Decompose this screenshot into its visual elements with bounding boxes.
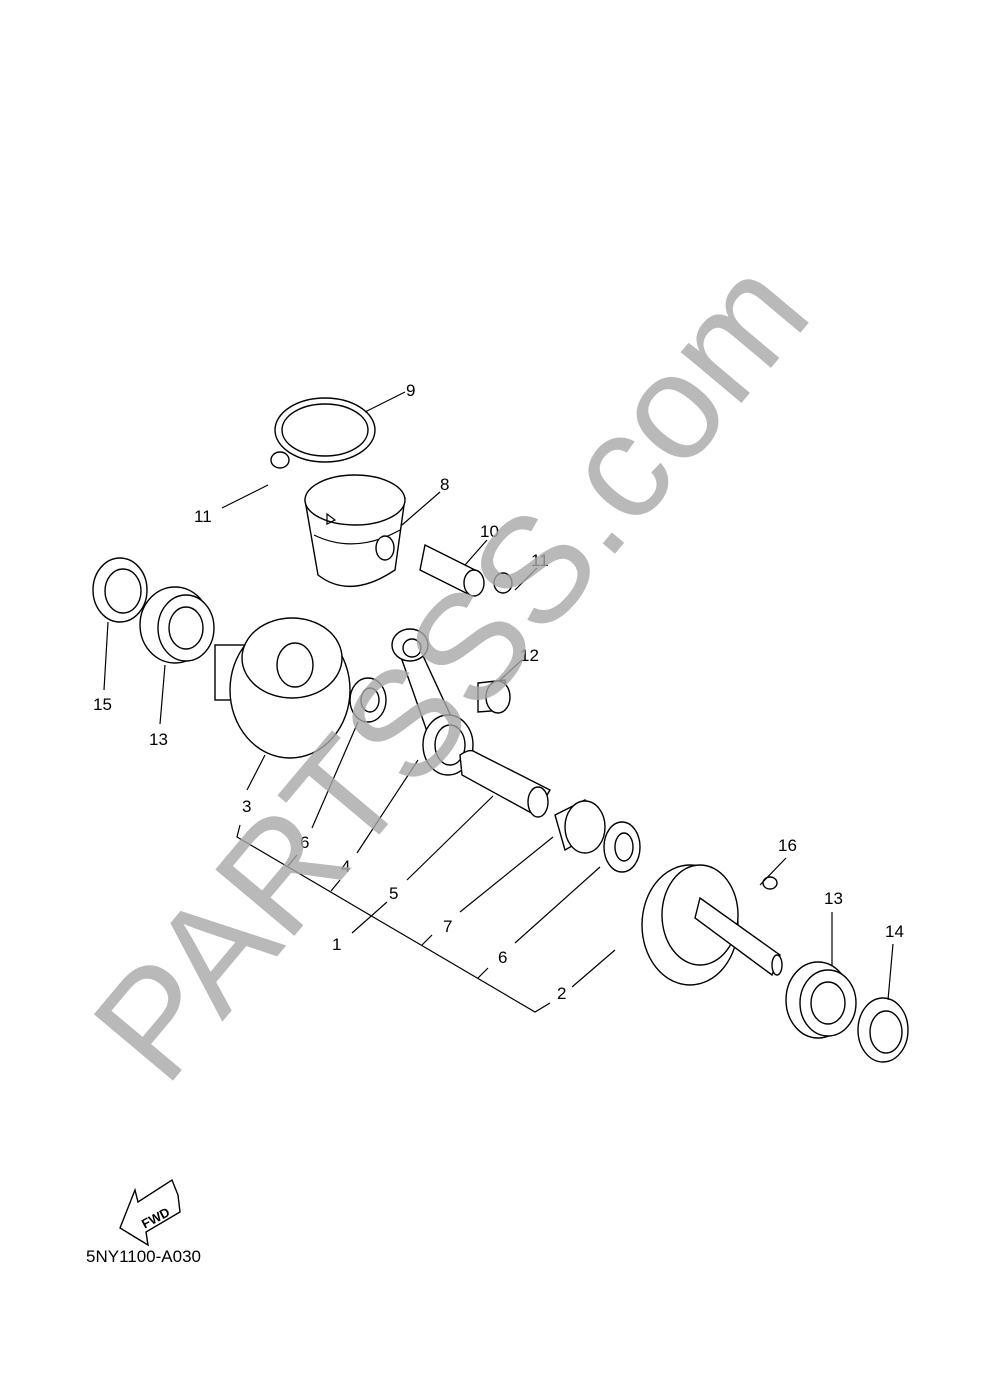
callout-3[interactable]: 3 [242,797,251,816]
callout-1[interactable]: 1 [332,935,341,954]
oil-seal-left[interactable] [92,557,148,623]
callout-13[interactable]: 13 [149,730,168,749]
callout-2[interactable]: 2 [557,984,566,1003]
crank-left[interactable] [214,617,351,759]
piston-ring[interactable] [274,397,376,463]
piston[interactable] [304,474,406,587]
big-end-bearing[interactable] [554,799,606,854]
bearing-right[interactable] [785,961,857,1039]
callout-6[interactable]: 6 [498,948,507,967]
callout-12[interactable]: 12 [520,646,539,665]
callout-8[interactable]: 8 [440,475,449,494]
crank-pin[interactable] [459,749,551,818]
callout-10[interactable]: 10 [480,522,499,541]
crank-right[interactable] [641,864,783,986]
washer-right[interactable] [603,821,641,873]
callout-13[interactable]: 13 [824,889,843,908]
circlip-right[interactable] [493,572,513,594]
oil-seal-right[interactable] [857,997,909,1063]
connecting-rod[interactable] [391,628,474,776]
callout-15[interactable]: 15 [93,695,112,714]
piston-pin[interactable] [419,543,485,597]
fwd-arrow-icon: FWD [119,1178,181,1247]
circlip-left[interactable] [270,451,290,469]
callout-11[interactable]: 11 [194,507,212,526]
leader-lines [103,391,894,1013]
callout-16[interactable]: 16 [778,836,797,855]
small-end-bearing[interactable] [477,679,511,714]
woodruff-key[interactable] [762,876,778,890]
callout-9[interactable]: 9 [406,381,415,400]
callout-11[interactable]: 11 [531,551,549,570]
watermark: PARTSSS.com [61,228,840,1111]
callout-6[interactable]: 6 [300,833,309,852]
callout-5[interactable]: 5 [389,884,398,903]
diagram-code: 5NY1100-A030 [86,1247,201,1266]
callout-labels: 9 11 8 10 11 12 15 13 3 6 4 5 1 7 6 2 16… [93,381,904,1003]
callout-4[interactable]: 4 [341,857,350,876]
callout-7[interactable]: 7 [443,917,452,936]
callout-14[interactable]: 14 [885,922,904,941]
bearing-left[interactable] [139,586,215,664]
washer-left[interactable] [349,677,387,723]
